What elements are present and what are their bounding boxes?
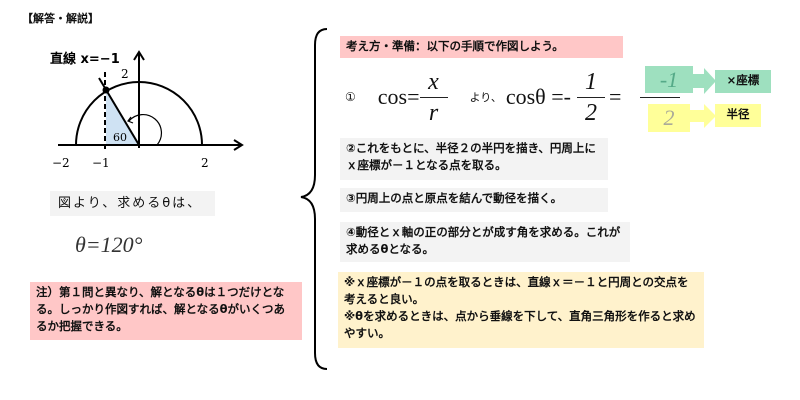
semicircle bbox=[75, 81, 203, 146]
arrow-right-icon bbox=[690, 68, 716, 94]
tips-box: ※ｘ座標が－１の点を取るときは、直線ｘ＝－１と円周との交点を考えると良い。 ※θ… bbox=[338, 272, 704, 348]
radius-label: 2 bbox=[121, 67, 129, 81]
costheta-text: cosθ =- bbox=[505, 84, 571, 109]
step3: ③円周上の点と原点を結んで動径を描く。 bbox=[340, 188, 608, 212]
line-label: 直線 x=−1 bbox=[50, 51, 120, 67]
denominator-box: 2 bbox=[648, 104, 690, 132]
arrow-right-icon bbox=[690, 104, 716, 128]
radius-label-box: 半径 bbox=[715, 104, 761, 127]
steps-header: 考え方・準備：以下の手順で作図しよう。 bbox=[340, 36, 623, 58]
step-number: ① bbox=[345, 90, 356, 104]
tick-2: 2 bbox=[201, 156, 209, 170]
angle-arc bbox=[128, 113, 163, 146]
semicircle-diagram: 直線 x=−1 2 60 −2 −1 2 bbox=[50, 50, 244, 170]
yori-text: より、 bbox=[469, 91, 502, 104]
numerator-x: x bbox=[428, 68, 439, 95]
tick-minus-2: −2 bbox=[52, 156, 70, 170]
numerator-box: -1 bbox=[645, 66, 693, 93]
angle-label: 60 bbox=[113, 131, 127, 144]
step4: ④動径とｘ軸の正の部分とが成す角を求める。これが求めるθとなる。 bbox=[340, 222, 630, 262]
cos-text: cos= bbox=[377, 84, 420, 109]
result-value: θ=120° bbox=[75, 232, 143, 257]
equals: = bbox=[608, 84, 622, 109]
result-intro: 図より、求めるθは、 bbox=[50, 191, 215, 216]
numerator-1: 1 bbox=[584, 68, 597, 95]
brace-icon bbox=[300, 28, 328, 370]
intersection-point bbox=[102, 86, 110, 94]
section-title: 【解答・解説】 bbox=[22, 12, 99, 25]
denominator-2: 2 bbox=[584, 99, 597, 126]
denominator-r: r bbox=[428, 99, 439, 126]
arrows bbox=[690, 68, 716, 128]
note-box: 注）第１問と異なり、解となるθは１つだけとなる。しっかり作図すれば、解となるθが… bbox=[30, 282, 302, 340]
tick-minus-1: −1 bbox=[92, 156, 110, 170]
x-coord-label: ×座標 bbox=[715, 70, 771, 93]
step2: ②これをもとに、半径２の半円を描き、円周上にｘ座標が－１となる点を取る。 bbox=[340, 138, 608, 180]
